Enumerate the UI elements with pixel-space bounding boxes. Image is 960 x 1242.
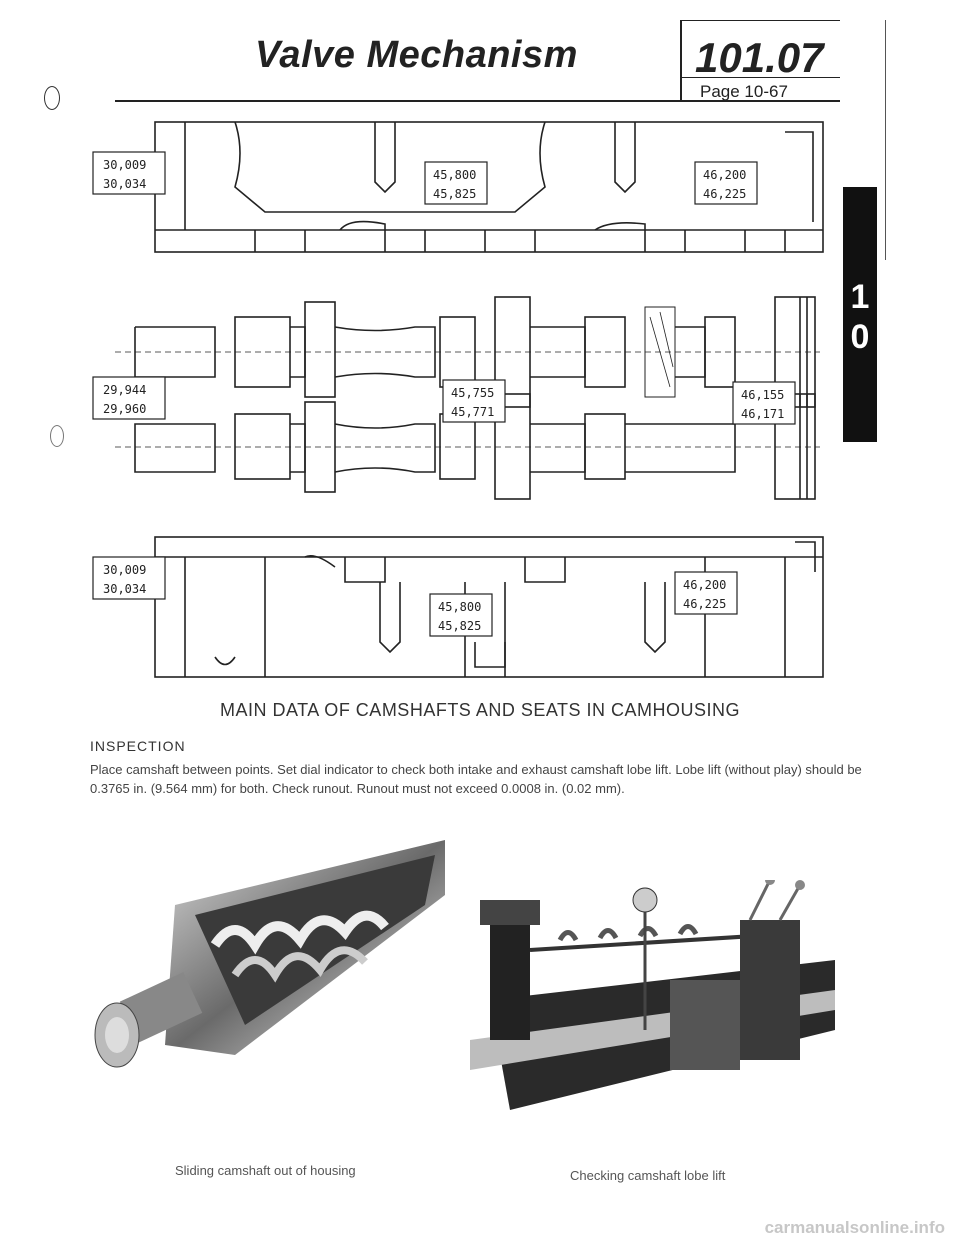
section-heading: INSPECTION [90, 738, 186, 754]
inspection-paragraph: Place camshaft between points. Set dial … [90, 762, 862, 796]
dim-label: 45,825 [438, 619, 481, 633]
dim-label: 29,960 [103, 402, 146, 416]
page-number: Page 10-67 [700, 82, 788, 101]
dim-label: 46,155 [741, 388, 784, 402]
footer-watermark: carmanualsonline.info [764, 1218, 945, 1237]
top-camhousing [154, 121, 824, 253]
section-number: 101.07 [695, 34, 824, 81]
photo-caption-left: Sliding camshaft out of housing [175, 1163, 356, 1178]
header-rule-mid [680, 77, 840, 78]
dim-label: 30,009 [103, 563, 146, 577]
header-rule [115, 100, 840, 102]
punch-hole-mark [44, 86, 60, 110]
punch-hole-mark [50, 425, 64, 447]
dim-label: 45,755 [451, 386, 494, 400]
dim-label: 46,225 [703, 187, 746, 201]
dim-label: 46,225 [683, 597, 726, 611]
dim-label: 30,034 [103, 177, 146, 191]
dim-label: 30,034 [103, 582, 146, 596]
header-rule-top [680, 20, 840, 21]
page-edge-line [885, 20, 886, 260]
section-tab: 1 0 [843, 187, 877, 442]
photo-caption-right: Checking camshaft lobe lift [570, 1168, 726, 1183]
camshaft-lower [115, 393, 820, 500]
dim-label: 45,800 [438, 600, 481, 614]
page-title: Valve Mechanism [255, 34, 578, 76]
dim-label: 46,200 [703, 168, 746, 182]
dim-label: 45,800 [433, 168, 476, 182]
dim-label: 45,825 [433, 187, 476, 201]
header-divider [680, 20, 682, 102]
bottom-camhousing [154, 536, 824, 678]
photo-dial-indicator [470, 880, 835, 1155]
dim-label: 29,944 [103, 383, 146, 397]
section-tab-digit: 1 [850, 278, 870, 316]
photo-camhousing [85, 835, 455, 1155]
camshaft-upper [115, 296, 820, 408]
dim-label: 45,771 [451, 405, 494, 419]
camshaft-drawing: 30,009 30,034 45,800 45,825 46,200 46,22… [92, 121, 824, 678]
dim-label: 46,200 [683, 578, 726, 592]
figure-caption: MAIN DATA OF CAMSHAFTS AND SEATS IN CAMH… [219, 700, 741, 720]
dim-label: 30,009 [103, 158, 146, 172]
dim-label: 46,171 [741, 407, 784, 421]
section-tab-digit: 0 [850, 318, 870, 356]
